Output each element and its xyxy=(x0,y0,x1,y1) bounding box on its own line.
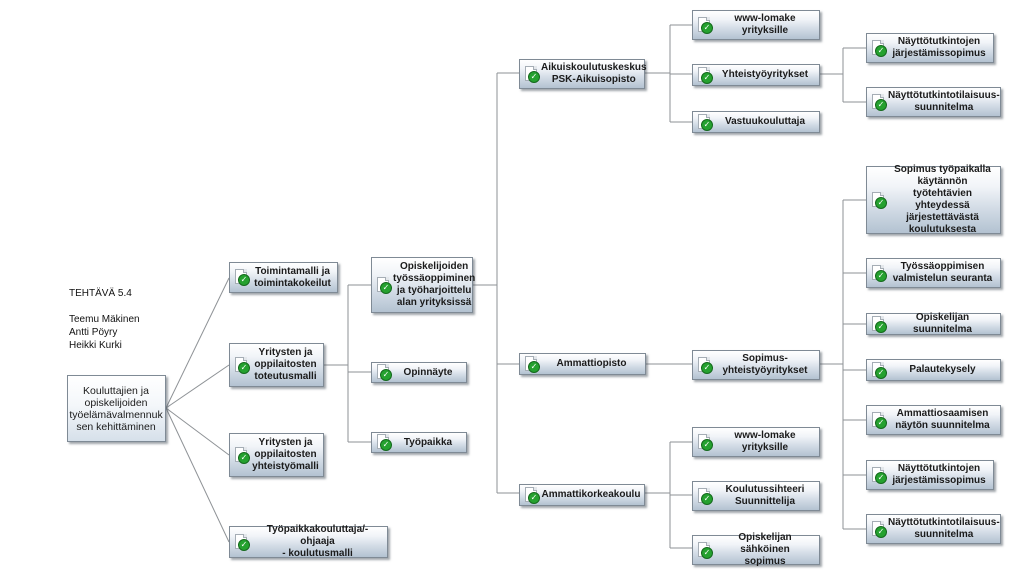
node-tyossaoppiminen[interactable]: ✓ Opiskelijoiden työssäoppiminen ja työh… xyxy=(371,257,475,313)
document-check-icon: ✓ xyxy=(377,364,392,381)
node-tyopaikkakouluttaja[interactable]: ✓ Työpaikkakouluttaja/-ohjaaja - koulutu… xyxy=(229,524,388,559)
document-check-icon: ✓ xyxy=(872,191,887,209)
node-label: Vastuukouluttaja xyxy=(724,116,805,127)
node-label: Kouluttajien ja opiskelijoiden työelämäv… xyxy=(69,384,163,433)
node-label: Koulutussihteeri Suunnittelija xyxy=(725,484,805,507)
node-label: Sopimus työpaikalla käytännön työtehtävi… xyxy=(894,164,991,235)
node-label: Aikuiskoulutuskeskus PSK-Aikuisopisto xyxy=(541,62,647,85)
document-check-icon: ✓ xyxy=(377,276,392,294)
node-www-lomake-2[interactable]: ✓ www-lomake yrityksille xyxy=(692,427,820,457)
node-yhteistyoyritykset[interactable]: ✓ Yhteistyöyritykset xyxy=(692,64,820,86)
node-label: Opiskelijan sähköinen sopimus xyxy=(738,532,792,567)
connector xyxy=(645,24,692,123)
document-check-icon: ✓ xyxy=(872,411,887,429)
document-check-icon: ✓ xyxy=(872,39,887,57)
author-name: Heikki Kurki xyxy=(69,340,122,351)
document-check-icon: ✓ xyxy=(235,533,250,551)
node-label: Ammattiopisto xyxy=(556,358,627,369)
node-nayttotutkintojen-sopimus-2[interactable]: ✓ Näyttötutkintojen järjestämissopimus xyxy=(866,460,994,490)
document-check-icon: ✓ xyxy=(235,446,250,464)
node-label: Sopimus- yhteistyöyritykset xyxy=(722,353,808,376)
document-check-icon: ✓ xyxy=(235,269,250,286)
document-check-icon: ✓ xyxy=(872,264,887,282)
node-label: Näyttötutkintojen järjestämissopimus xyxy=(892,36,986,59)
node-label: Toimintamalli ja toimintakokeilut xyxy=(254,265,331,289)
node-label: Näyttötutkintotilaisuus- suunnitelma xyxy=(888,517,1000,540)
node-label: www-lomake yrityksille xyxy=(734,430,796,453)
document-check-icon: ✓ xyxy=(698,541,713,559)
document-check-icon: ✓ xyxy=(872,315,887,333)
node-tyopaikka[interactable]: ✓ Työpaikka xyxy=(371,432,467,453)
node-ammattiopisto[interactable]: ✓ Ammattiopisto xyxy=(519,353,646,375)
node-yhteistyomalli[interactable]: ✓ Yritysten ja oppilaitosten yhteistyöma… xyxy=(229,433,324,477)
connector xyxy=(165,407,230,543)
node-ammattiosaamisen-naytto[interactable]: ✓ Ammattiosaamisen näytön suunnitelma xyxy=(866,405,1001,435)
connector xyxy=(820,199,866,530)
document-check-icon: ✓ xyxy=(525,355,540,373)
connector xyxy=(820,47,866,103)
document-check-icon: ✓ xyxy=(698,113,713,131)
node-koulutussihteeri[interactable]: ✓ Koulutussihteeri Suunnittelija xyxy=(692,481,820,511)
node-label: Näyttötutkintotilaisuus- suunnitelma xyxy=(888,90,1000,113)
node-label: www-lomake yrityksille xyxy=(734,13,796,36)
connector xyxy=(324,284,371,443)
node-label: Opinnäyte xyxy=(403,366,453,378)
connector xyxy=(473,72,519,494)
node-sopimus-tyopaikalla[interactable]: ✓ Sopimus työpaikalla käytännön työtehtä… xyxy=(866,164,1001,235)
node-label: Yhteistyöyritykset xyxy=(721,69,809,80)
node-aikuiskoulutus[interactable]: ✓ Aikuiskoulutuskeskus PSK-Aikuisopisto xyxy=(519,59,647,89)
node-label: Työssäoppimisen valmistelun seuranta xyxy=(892,261,993,284)
document-check-icon: ✓ xyxy=(698,433,713,451)
connector xyxy=(645,441,692,549)
node-vastuukouluttaja[interactable]: ✓ Vastuukouluttaja xyxy=(692,111,820,133)
node-sahkoinen-sopimus[interactable]: ✓ Opiskelijan sähköinen sopimus xyxy=(692,532,820,567)
node-nayttotutkintojen-sopimus-1[interactable]: ✓ Näyttötutkintojen järjestämissopimus xyxy=(866,33,994,63)
node-nayttotutkintotilaisuus-1[interactable]: ✓ Näyttötutkintotilaisuus- suunnitelma xyxy=(866,87,1001,117)
node-label: Palautekysely xyxy=(909,364,976,375)
node-label: Yritysten ja oppilaitosten toteutusmalli xyxy=(254,347,317,382)
document-check-icon: ✓ xyxy=(525,65,540,83)
author-name: Antti Pöyry xyxy=(69,327,118,338)
document-check-icon: ✓ xyxy=(698,487,713,505)
node-label: Näyttötutkintojen järjestämissopimus xyxy=(892,463,986,486)
node-label: Työpaikka xyxy=(403,436,453,448)
connector xyxy=(165,364,230,409)
document-check-icon: ✓ xyxy=(377,434,392,451)
document-check-icon: ✓ xyxy=(872,361,887,379)
node-amk[interactable]: ✓ Ammattikorkeakoulu xyxy=(519,484,645,506)
node-opiskelijan-suunnitelma[interactable]: ✓ Opiskelijan suunnitelma xyxy=(866,312,1001,335)
connector xyxy=(165,407,230,456)
document-check-icon: ✓ xyxy=(698,16,713,34)
node-opinnayte[interactable]: ✓ Opinnäyte xyxy=(371,362,467,383)
node-label: Yritysten ja oppilaitosten yhteistyömall… xyxy=(252,437,319,472)
node-label: Ammattiosaamisen näytön suunnitelma xyxy=(895,408,990,431)
node-seuranta[interactable]: ✓ Työssäoppimisen valmistelun seuranta xyxy=(866,258,1001,288)
author-name: Teemu Mäkinen xyxy=(69,314,140,325)
task-label: TEHTÄVÄ 5.4 xyxy=(69,288,132,299)
document-check-icon: ✓ xyxy=(872,520,887,538)
node-www-lomake-1[interactable]: ✓ www-lomake yrityksille xyxy=(692,10,820,40)
node-label: Opiskelijan suunnitelma xyxy=(913,312,972,335)
node-sopimus-yhteistyoyritykset[interactable]: ✓ Sopimus- yhteistyöyritykset xyxy=(692,350,820,380)
node-label: Opiskelijoiden työssäoppiminen ja työhar… xyxy=(393,261,476,308)
document-check-icon: ✓ xyxy=(698,66,713,84)
node-nayttotutkintotilaisuus-2[interactable]: ✓ Näyttötutkintotilaisuus- suunnitelma xyxy=(866,514,1001,544)
document-check-icon: ✓ xyxy=(235,356,250,374)
document-check-icon: ✓ xyxy=(872,466,887,484)
node-root[interactable]: Kouluttajien ja opiskelijoiden työelämäv… xyxy=(67,375,166,442)
node-label: Ammattikorkeakoulu xyxy=(541,489,641,500)
document-check-icon: ✓ xyxy=(872,93,887,111)
node-toimintamalli[interactable]: ✓ Toimintamalli ja toimintakokeilut xyxy=(229,262,338,293)
connector xyxy=(165,277,230,409)
node-palautekysely[interactable]: ✓ Palautekysely xyxy=(866,359,1001,381)
node-label: Työpaikkakouluttaja/-ohjaaja - koulutusm… xyxy=(266,524,369,559)
document-check-icon: ✓ xyxy=(525,486,540,504)
document-check-icon: ✓ xyxy=(698,356,713,374)
node-toteutusmalli[interactable]: ✓ Yritysten ja oppilaitosten toteutusmal… xyxy=(229,343,324,387)
